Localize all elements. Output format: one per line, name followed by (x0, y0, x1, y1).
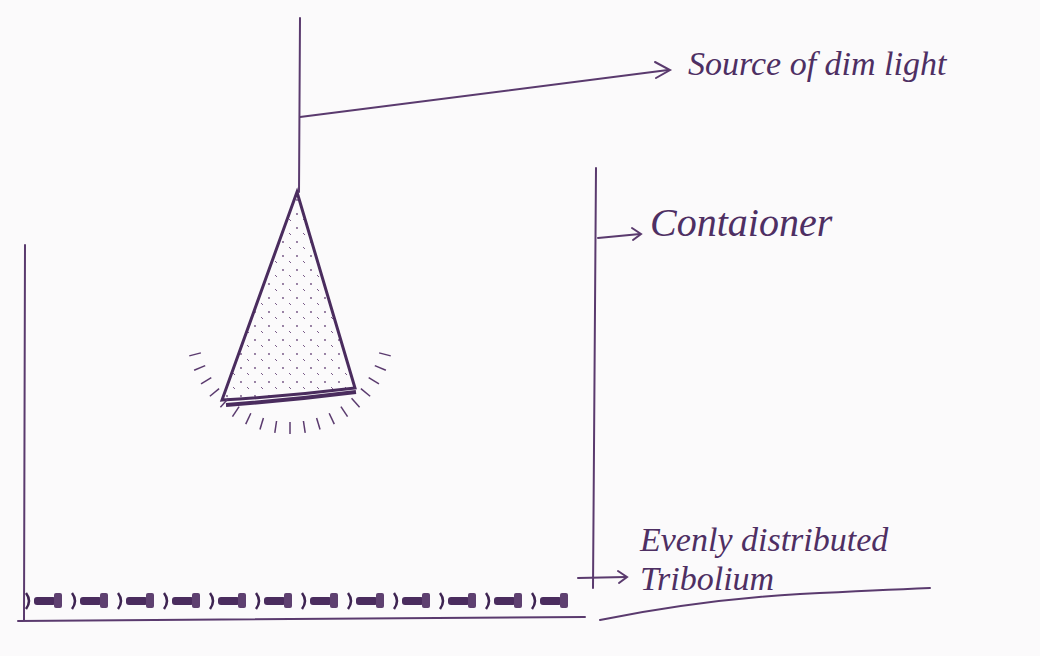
light-ray (289, 422, 291, 434)
light-ray (317, 418, 320, 429)
tribolium-beetle (348, 593, 384, 609)
arrow-head (632, 228, 641, 240)
light-ray (379, 353, 391, 356)
tribolium-beetle (440, 593, 476, 609)
light-ray (220, 398, 228, 407)
light-source-label: Source of dim light (688, 44, 946, 83)
tribolium-beetle (394, 593, 430, 609)
tribolium-beetle (26, 593, 62, 609)
arrow-head (655, 62, 670, 78)
light-ray (189, 353, 201, 356)
light-ray (303, 421, 305, 433)
light-ray (329, 413, 334, 424)
tribolium-beetle (486, 593, 522, 609)
light-rays (189, 353, 390, 434)
container-right-wall (593, 168, 596, 588)
light-ray (194, 366, 205, 371)
light-ray (352, 398, 360, 407)
tribolium-beetle (302, 593, 338, 609)
leader-line (578, 577, 626, 578)
light-ray (369, 378, 379, 384)
tribolium-beetle (164, 593, 200, 609)
tribolium-label: Evenly distributed Tribolium (640, 520, 970, 598)
arrow-head (618, 571, 627, 583)
leader-line (300, 70, 668, 117)
container-floor (18, 617, 585, 621)
light-ray (210, 389, 219, 397)
light-ray (341, 407, 348, 417)
tribolium-beetle (532, 593, 568, 609)
light-ray (201, 378, 211, 384)
tribolium-beetle (210, 593, 246, 609)
lamp-wire (299, 18, 300, 192)
tribolium-beetle (72, 593, 108, 609)
lamp-base-arc (226, 392, 356, 405)
light-ray (375, 366, 386, 371)
container-left-wall (24, 245, 25, 620)
tribolium-beetles (26, 593, 568, 609)
lamp-shade (222, 192, 355, 400)
light-ray (361, 389, 370, 397)
light-ray (260, 418, 263, 429)
tribolium-beetle (256, 593, 292, 609)
tribolium-beetle (118, 593, 154, 609)
light-ray (275, 421, 277, 433)
light-ray (232, 407, 239, 417)
container-label: Contaioner (650, 200, 832, 246)
leader-line (598, 234, 640, 238)
light-ray (246, 413, 251, 424)
